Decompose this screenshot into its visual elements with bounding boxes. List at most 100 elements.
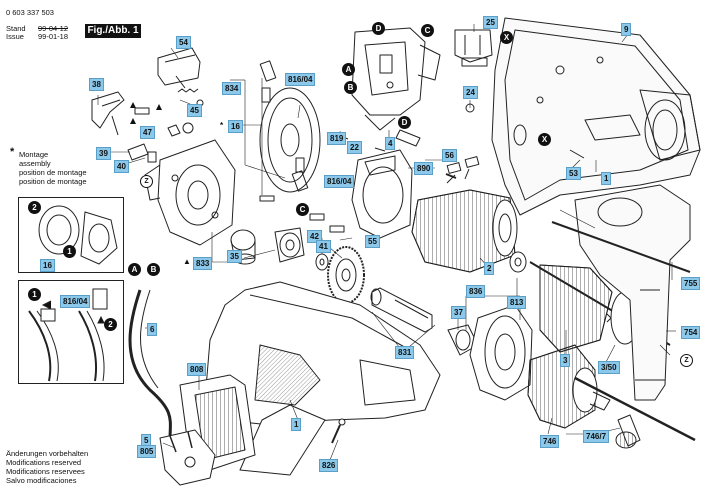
footer-line-de: Änderungen vorbehalten [6, 449, 89, 458]
part-tag-755: 755 [681, 277, 701, 290]
part-tag-55: 55 [365, 235, 380, 248]
part-tag-746: 746 [540, 435, 560, 448]
connector-mark-a: A [342, 63, 355, 76]
gear-housing [469, 304, 533, 401]
connector-mark-d: D [372, 22, 385, 35]
step-marker-2-inset: 2 [104, 318, 117, 331]
housing-half-shell [491, 17, 701, 216]
part-tag-816-04: 816/04 [285, 73, 316, 86]
stand-label: Stand [6, 24, 26, 33]
stand-date: 99-04-12 [38, 24, 69, 33]
part-tag-9: 9 [621, 23, 632, 36]
screw-point-x-2: X [538, 133, 551, 146]
part-tag-831: 831 [395, 346, 415, 359]
part-tag-54: 54 [176, 36, 191, 49]
part-tag-813: 813 [507, 296, 527, 309]
part-tag-3-50: 3/50 [598, 361, 620, 374]
issue-date: 99-01-18 [38, 32, 69, 41]
part-tag-754: 754 [681, 326, 701, 339]
connector-mark-c: C [421, 24, 434, 37]
part-tag-805: 805 [137, 445, 157, 458]
inset-brush-holder-drawing [38, 205, 118, 265]
step-marker-2: 2 [28, 201, 41, 214]
asterisk-mark: * [10, 146, 15, 158]
note-line-4: position de montage [19, 177, 87, 186]
part-tag-1-top: 1 [601, 172, 612, 185]
inset-brush-insertion-drawing [28, 288, 108, 382]
footer-disclaimer: Änderungen vorbehalten Modifications res… [6, 449, 88, 485]
part-tag-37: 37 [451, 306, 466, 319]
part-tag-16-inset: 16 [40, 259, 55, 272]
part-tag-40: 40 [114, 160, 129, 173]
part-tag-808: 808 [187, 363, 207, 376]
part-tag-22: 22 [347, 141, 362, 154]
note-line-1: Montage [19, 150, 49, 159]
part-tag-41: 41 [316, 240, 331, 253]
part-tag-816-04-b: 816/04 [324, 175, 355, 188]
cable-end-b: B [147, 263, 160, 276]
part-tag-833: 833 [193, 257, 213, 270]
part-tag-890: 890 [414, 162, 434, 175]
note-line-2: assembly [19, 159, 51, 168]
connector-mark-c-2: C [296, 203, 309, 216]
cable-clamp [454, 29, 493, 67]
part-tag-42: 42 [307, 230, 322, 243]
part-tag-4: 4 [385, 137, 396, 150]
part-tag-746-7: 746/7 [583, 430, 610, 443]
assembly-triangle-833: ▲ [183, 257, 191, 266]
part-tag-834: 834 [222, 82, 242, 95]
axis-mark-z: Z [140, 175, 153, 188]
brush-holder-plate [259, 60, 321, 193]
part-tag-2: 2 [484, 262, 495, 275]
bearing-shield [144, 139, 236, 246]
part-tag-16: 16 [228, 120, 243, 133]
gear-wheel [315, 246, 365, 304]
connector-mark-d-2: D [398, 116, 411, 129]
part-tag-6: 6 [147, 323, 158, 336]
cable-end-a: A [128, 263, 141, 276]
step-marker-1: 1 [63, 245, 76, 258]
part-tag-836: 836 [466, 285, 486, 298]
drill-spindle [370, 287, 433, 333]
part-tag-47: 47 [140, 126, 155, 139]
part-tag-816-04-inset: 816/04 [60, 295, 91, 308]
part-tag-24: 24 [463, 86, 478, 99]
connector-mark-b: B [344, 81, 357, 94]
part-tag-826: 826 [319, 459, 339, 472]
part-tag-3: 3 [560, 354, 571, 367]
document-number: 0 603 337 503 [6, 8, 54, 17]
gear-bearing [274, 227, 305, 263]
assembly-star-16: * [220, 121, 224, 130]
footer-line-fr: Modifications reservees [6, 467, 85, 476]
field-stator [411, 189, 518, 273]
assembly-triangle-marks [130, 102, 162, 124]
keyed-chuck [527, 344, 611, 429]
power-cord [128, 289, 172, 441]
axis-mark-z-2: Z [680, 354, 693, 367]
note-line-3: position de montage [19, 168, 87, 177]
small-hardware [127, 107, 194, 163]
chuck-key [574, 376, 696, 449]
main-housing [204, 281, 441, 476]
part-tag-53: 53 [566, 167, 581, 180]
brush-holder-cage [351, 149, 413, 239]
part-tag-25: 25 [483, 16, 498, 29]
switch-assembly [351, 27, 441, 131]
inset-brush-holder [18, 197, 124, 273]
brush-cover [157, 47, 201, 89]
part-tag-38: 38 [89, 78, 104, 91]
part-tag-39: 39 [96, 147, 111, 160]
mains-plug [159, 429, 216, 486]
terminal-connectors [259, 129, 480, 233]
depth-stop-rod [551, 221, 691, 273]
part-tag-45: 45 [187, 104, 202, 117]
footer-line-en: Modifications reserved [6, 458, 82, 467]
issue-label: Issue [6, 32, 24, 41]
part-tag-1-bottom: 1 [291, 418, 302, 431]
step-marker-1-inset: 1 [28, 288, 41, 301]
selector-lever [91, 91, 125, 136]
footer-line-es: Salvo modificaciones [6, 476, 77, 485]
figure-label: Fig./Abb. 1 [85, 24, 141, 38]
part-tag-819: 819 [327, 132, 347, 145]
